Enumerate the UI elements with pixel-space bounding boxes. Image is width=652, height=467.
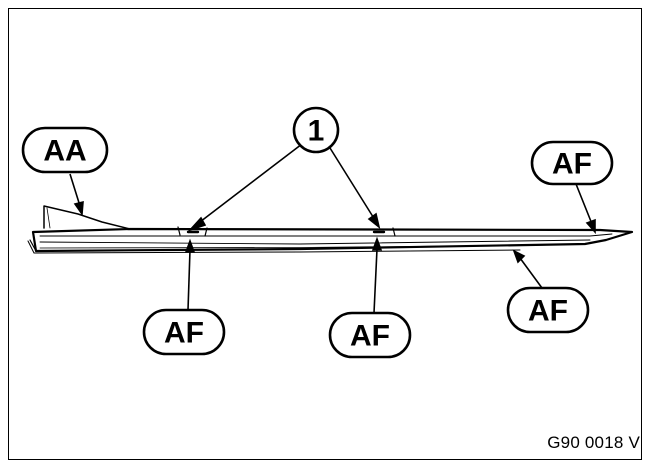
- figure-code: G90 0018 V: [547, 433, 640, 452]
- callout-af-left-bottom-label: AF: [164, 317, 204, 350]
- callout-1: 1: [292, 106, 340, 154]
- callout-af-right-bottom: AF: [506, 286, 590, 334]
- callout-af-right-top: AF: [530, 140, 614, 186]
- trim-strip-part: [27, 205, 634, 254]
- callout-af-mid-bottom: AF: [328, 311, 412, 359]
- callout-aa: AA: [21, 126, 109, 174]
- leader-lines: [69, 143, 596, 314]
- callout-1-label: 1: [308, 115, 325, 148]
- callout-af-mid-bottom-label: AF: [350, 320, 390, 353]
- figure-frame: [8, 8, 642, 460]
- callout-af-left-bottom: AF: [142, 308, 226, 356]
- callout-af-right-bottom-label: AF: [528, 295, 568, 328]
- callout-af-right-top-label: AF: [552, 148, 592, 181]
- callout-aa-label: AA: [43, 135, 86, 168]
